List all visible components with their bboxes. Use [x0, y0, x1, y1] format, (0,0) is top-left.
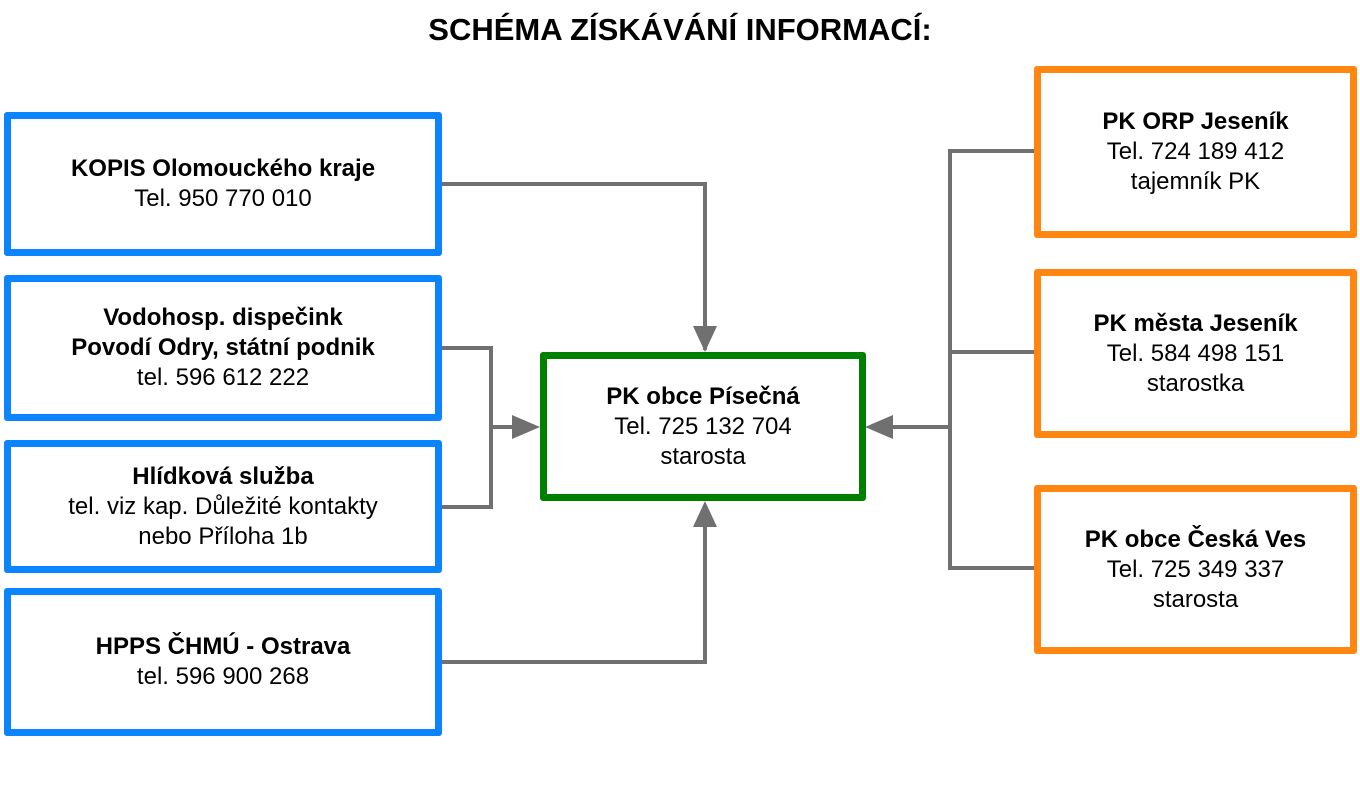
source-box-hlidkova: Hlídková služba tel. viz kap. Důležité k… — [4, 440, 442, 573]
box-role: tajemník PK — [1130, 168, 1261, 195]
box-name: PK obce Písečná — [606, 382, 800, 410]
box-role: starosta — [1152, 585, 1239, 613]
arrow-down-icon — [693, 326, 717, 352]
box-role: starosta — [660, 442, 746, 470]
box-phone: Tel. 724 189 412 — [1106, 138, 1285, 165]
box-name: KOPIS Olomouckého kraje — [70, 155, 376, 182]
box-name-2: Povodí Odry, státní podnik — [71, 334, 375, 361]
box-phone: Tel. 725 349 337 — [1106, 555, 1285, 583]
box-name: PK ORP Jeseník — [1102, 108, 1289, 135]
box-name: Hlídková služba — [132, 462, 314, 490]
box-phone: Tel. 584 498 151 — [1106, 339, 1285, 367]
box-name: Vodohosp. dispečink — [103, 304, 343, 331]
box-note: nebo Příloha 1b — [138, 522, 308, 550]
center-box-pisecna: PK obce Písečná Tel. 725 132 704 starost… — [540, 352, 866, 501]
neighbor-box-orp-jesenik: PK ORP Jeseník Tel. 724 189 412 tajemník… — [1034, 66, 1357, 238]
box-phone: tel. 596 900 268 — [136, 663, 310, 690]
box-role: starostka — [1146, 369, 1245, 397]
box-phone: tel. 596 612 222 — [136, 364, 310, 391]
arrow-right-icon — [512, 415, 540, 439]
connector-kopis — [441, 182, 707, 350]
source-box-kopis: KOPIS Olomouckého kraje Tel. 950 770 010 — [4, 112, 442, 256]
box-phone: Tel. 950 770 010 — [134, 185, 312, 212]
neighbor-box-ceska-ves: PK obce Česká Ves Tel. 725 349 337 staro… — [1034, 485, 1357, 654]
box-name: PK města Jeseník — [1093, 309, 1298, 337]
source-box-vodohosp: Vodohosp. dispečink Povodí Odry, státní … — [4, 275, 442, 421]
box-phone: tel. viz kap. Důležité kontakty — [68, 492, 378, 520]
box-name: PK obce Česká Ves — [1084, 525, 1307, 553]
arrow-up-icon — [693, 501, 717, 527]
neighbor-box-mesto-jesenik: PK města Jeseník Tel. 584 498 151 staros… — [1034, 269, 1357, 438]
diagram-title: SCHÉMA ZÍSKÁVÁNÍ INFORMACÍ: — [428, 12, 932, 47]
arrow-left-icon — [865, 415, 893, 439]
source-box-hpps: HPPS ČHMÚ - Ostrava tel. 596 900 268 — [4, 588, 442, 736]
box-phone: Tel. 725 132 704 — [614, 412, 792, 440]
box-name: HPPS ČHMÚ - Ostrava — [95, 633, 351, 660]
